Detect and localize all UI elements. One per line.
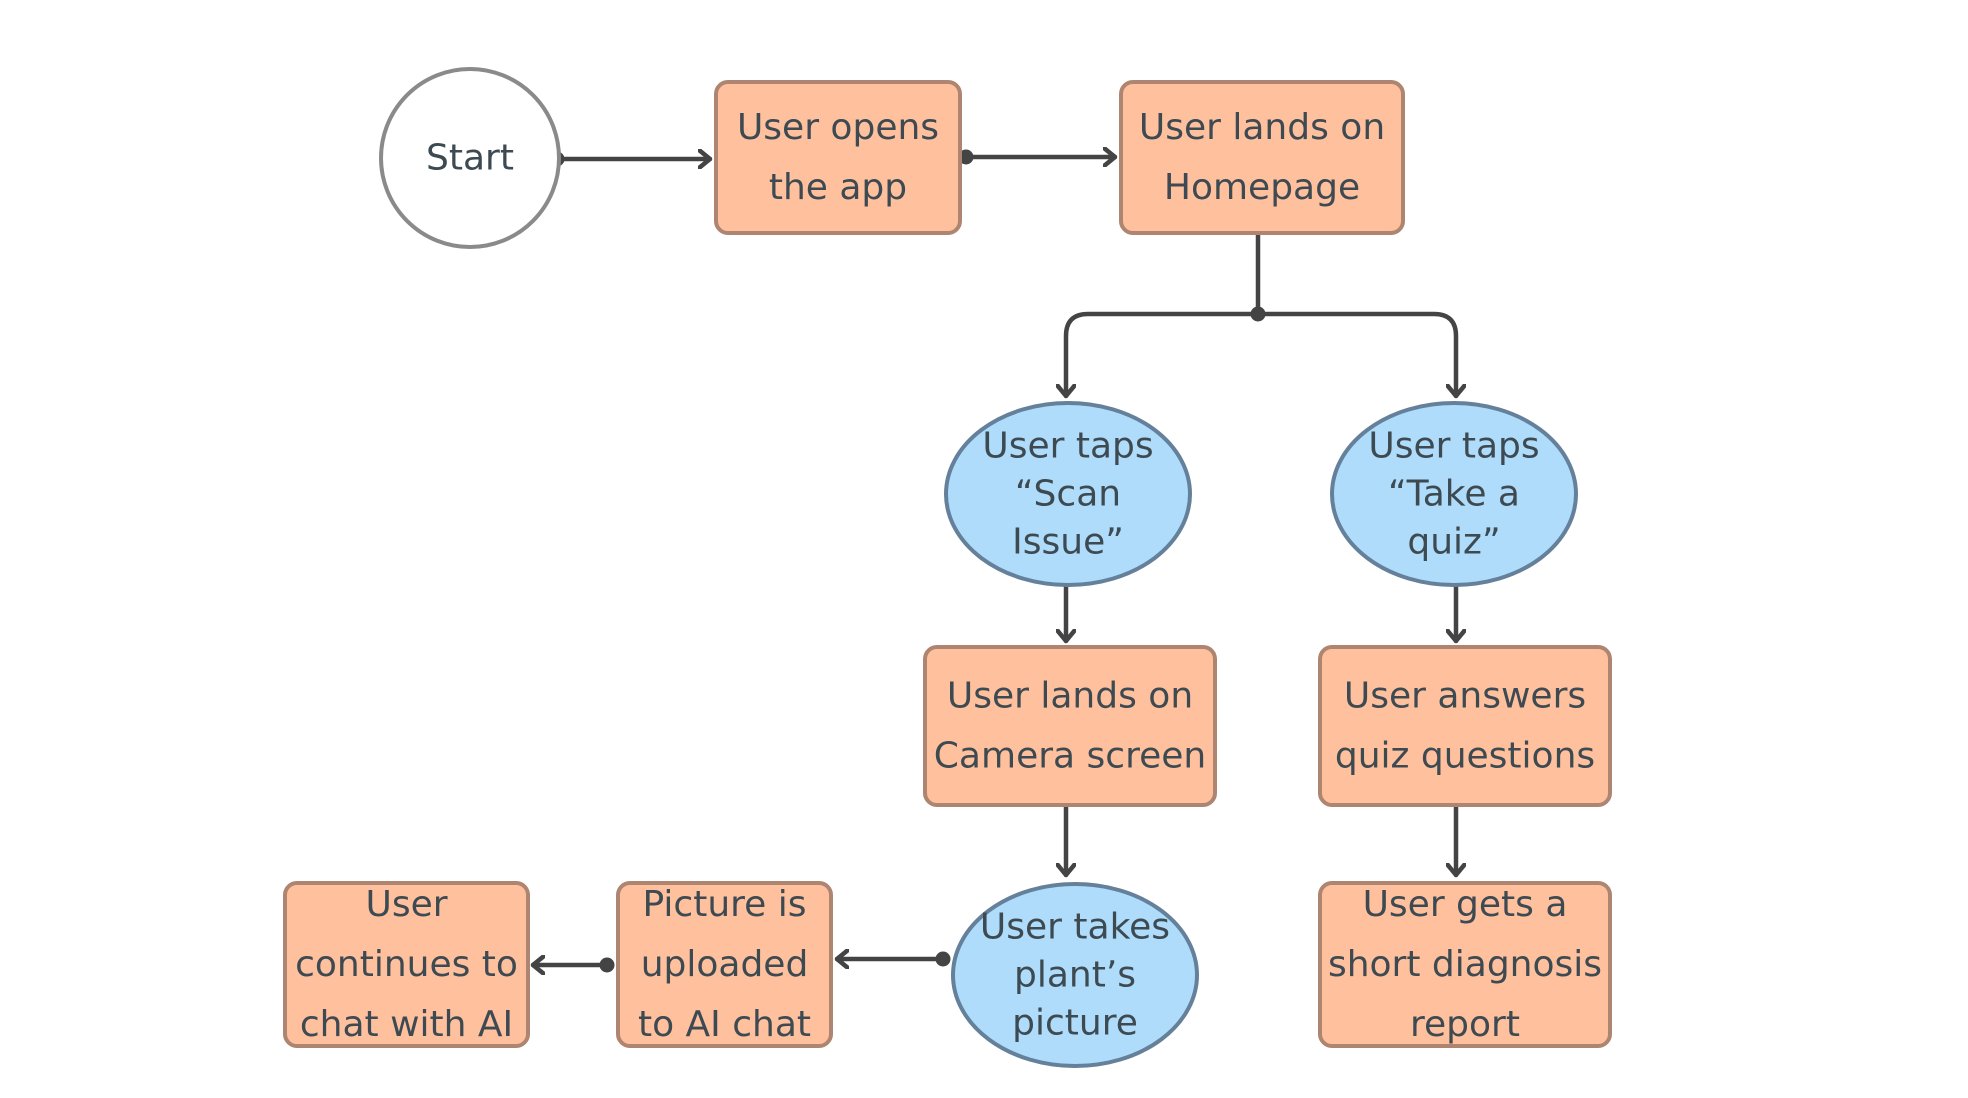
diagnosis-report-label-line: short diagnosis <box>1328 944 1602 985</box>
picture-uploaded-label-line: Picture is <box>642 884 806 925</box>
diagnosis-report-shape <box>1318 881 1612 1048</box>
camera-screen-shape <box>923 645 1217 807</box>
take-picture-label-line: picture <box>1012 1003 1138 1044</box>
take-picture-label-line: plant’s <box>1014 955 1136 996</box>
answer-quiz-shape <box>1318 645 1612 807</box>
edge-open-app-to-homepage <box>958 150 1118 165</box>
connectors <box>530 150 1456 973</box>
edge-picture-uploaded-to-chat-ai <box>530 958 615 973</box>
picture-uploaded-shape <box>616 881 833 1048</box>
start-shape <box>379 67 561 249</box>
open-app-shape <box>714 80 962 235</box>
answer-quiz-label-line: quiz questions <box>1335 736 1595 777</box>
picture-uploaded-label-line: to AI chat <box>638 1004 811 1045</box>
tap-scan-label-line: Issue” <box>1012 522 1124 563</box>
edge-homepage-to-tap-scan <box>1066 311 1261 399</box>
action-node-take-picture: User takes plant’s picture <box>951 882 1199 1068</box>
take-picture-shape <box>951 882 1199 1068</box>
tap-quiz-label-line: User taps <box>1368 426 1539 467</box>
process-node-open-app: User opens the app <box>714 80 962 235</box>
chat-ai-label-line: User <box>365 884 447 925</box>
tap-quiz-shape <box>1330 401 1578 587</box>
homepage-label-line: Homepage <box>1164 167 1360 208</box>
picture-uploaded-label-line: uploaded <box>641 944 809 985</box>
process-node-chat-ai: User continues to chat with AI <box>283 881 530 1048</box>
camera-screen-label-line: User lands on <box>947 676 1193 717</box>
chat-ai-label-line: continues to <box>295 944 518 985</box>
tap-quiz-label-line: “Take a <box>1388 474 1520 515</box>
process-node-camera-screen: User lands on Camera screen <box>923 645 1217 807</box>
start-node: Start <box>379 67 561 249</box>
diagnosis-report-label-line: report <box>1410 1004 1520 1045</box>
open-app-label-line: the app <box>769 167 907 208</box>
process-node-picture-uploaded: Picture is uploaded to AI chat <box>616 881 833 1048</box>
take-picture-label-line: User takes <box>980 907 1170 948</box>
process-node-diagnosis-report: User gets a short diagnosis report <box>1318 881 1612 1048</box>
homepage-label-line: User lands on <box>1139 107 1385 148</box>
process-node-answer-quiz: User answers quiz questions <box>1318 645 1612 807</box>
process-node-homepage: User lands on Homepage <box>1119 80 1405 235</box>
chat-ai-label-line: chat with AI <box>300 1004 513 1045</box>
camera-screen-label-line: Camera screen <box>934 736 1206 777</box>
edge-homepage-trunk <box>1250 231 1266 322</box>
edge-start-to-open-app <box>549 152 713 167</box>
diagnosis-report-label-line: User gets a <box>1363 884 1568 925</box>
tap-scan-shape <box>944 401 1192 587</box>
answer-quiz-label-line: User answers <box>1344 676 1586 717</box>
tap-scan-label-line: User taps <box>982 426 1153 467</box>
action-node-tap-quiz: User taps “Take a quiz” <box>1330 401 1578 587</box>
edge-take-picture-to-picture-uploaded <box>834 952 951 967</box>
edge-homepage-to-tap-quiz <box>1255 311 1456 399</box>
homepage-shape <box>1119 80 1405 235</box>
start-label-line: Start <box>426 138 514 179</box>
tap-scan-label-line: “Scan <box>1015 474 1121 515</box>
chat-ai-shape <box>283 881 530 1048</box>
tap-quiz-label-line: quiz” <box>1407 522 1500 563</box>
open-app-label-line: User opens <box>737 107 939 148</box>
